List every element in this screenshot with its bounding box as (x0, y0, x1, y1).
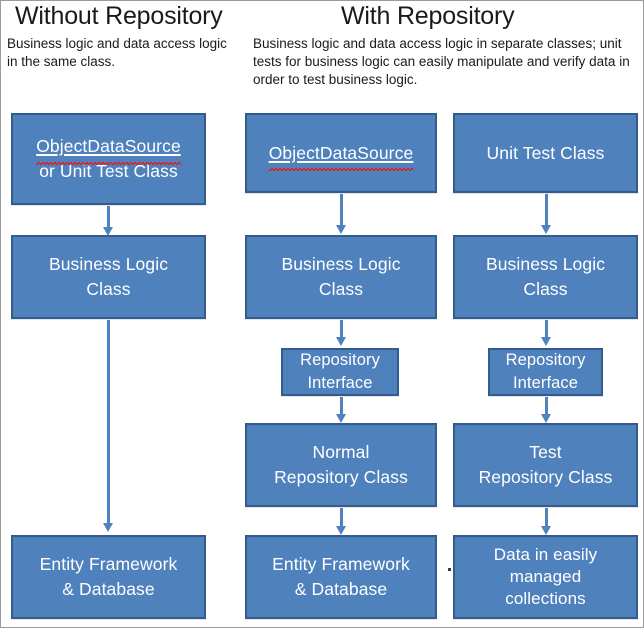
node-line-2: & Database (294, 579, 388, 599)
node-entity-framework-and-database[interactable]: Entity Framework & Database (245, 535, 437, 619)
node-business-logic-class[interactable]: Business Logic Class (245, 235, 437, 319)
node-line-1: Data in easily (493, 544, 598, 564)
node-line-2: Class (523, 279, 568, 299)
node-data-in-easily-managed-collections[interactable]: Data in easily managed collections (453, 535, 638, 619)
node-entity-framework-and-database[interactable]: Entity Framework & Database (11, 535, 206, 619)
node-line-1: Entity Framework (272, 554, 410, 575)
stray-dot-artifact (448, 568, 451, 571)
node-line-1: Normal (312, 442, 370, 463)
node-repository-interface[interactable]: Repository Interface (488, 348, 603, 396)
node-objectdatasource[interactable]: ObjectDataSource (245, 113, 437, 193)
node-line-1: Repository (505, 350, 586, 369)
node-line-2: Repository Class (478, 467, 613, 487)
node-line-1: Entity Framework (39, 554, 178, 575)
node-line-2: Interface (307, 374, 373, 392)
node-unit-test-class[interactable]: Unit Test Class (453, 113, 638, 193)
node-repository-interface[interactable]: Repository Interface (281, 348, 399, 396)
node-line-1: ObjectDataSource (268, 141, 414, 172)
node-line-3: collections (505, 589, 586, 609)
section-title-with-repository: With Repository (341, 2, 515, 30)
node-line-1: Unit Test Class (486, 142, 605, 163)
node-line-1: Test (529, 442, 562, 463)
node-line-2: or Unit Test Class (39, 161, 178, 181)
node-line-1: Business Logic (485, 254, 606, 275)
node-line-2: & Database (62, 579, 155, 599)
node-line-2: Class (318, 279, 364, 299)
section-title-without-repository: Without Repository (15, 2, 223, 30)
node-line-1: Business Logic (281, 254, 401, 275)
node-line-1: Business Logic (48, 254, 169, 275)
node-objectdatasource-or-unit-test-class[interactable]: ObjectDataSource or Unit Test Class (11, 113, 206, 205)
node-line-1: ObjectDataSource (36, 134, 181, 165)
node-line-2: managed (509, 566, 582, 586)
node-business-logic-class[interactable]: Business Logic Class (453, 235, 638, 319)
section-subtitle-without-repository: Business logic and data access logic in … (7, 36, 227, 69)
node-business-logic-class[interactable]: Business Logic Class (11, 235, 206, 319)
section-subtitle-with-repository: Business logic and data access logic in … (253, 36, 630, 87)
node-normal-repository-class[interactable]: Normal Repository Class (245, 423, 437, 507)
node-line-2: Class (86, 279, 131, 299)
node-line-2: Repository Class (274, 467, 408, 487)
node-line-2: Interface (512, 374, 579, 392)
node-line-1: Repository (300, 350, 380, 369)
node-test-repository-class[interactable]: Test Repository Class (453, 423, 638, 507)
